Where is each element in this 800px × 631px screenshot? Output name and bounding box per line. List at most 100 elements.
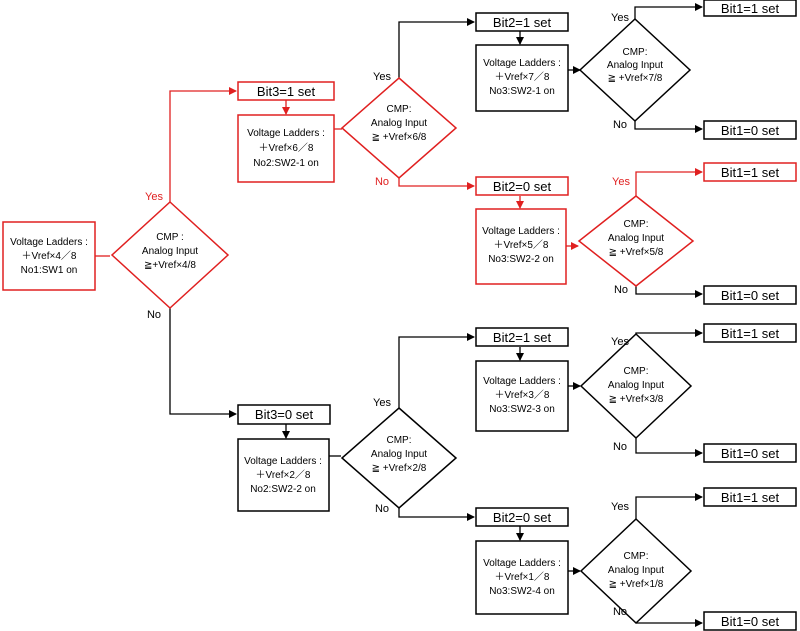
- bit2-b-ladder-line1: Voltage Ladders :: [482, 226, 560, 237]
- bit3-1-yes-label: Yes: [373, 71, 391, 83]
- bit2-d-label: Bit2=0 set: [493, 510, 552, 525]
- bit3-0-ladder-line1: Voltage Ladders :: [244, 456, 322, 467]
- bit2-c-cmp-line2: Analog Input: [608, 380, 664, 391]
- bit3-1-cmp-line3: ≧ +Vref×6/8: [372, 132, 427, 143]
- bit1-b-set-box: Bit1=1 set: [703, 162, 797, 182]
- bit2-a-no-label: No: [613, 119, 627, 131]
- bit1-a-set-box: Bit1=1 set: [703, 0, 797, 17]
- start-ladder-line1: Voltage Ladders :: [10, 237, 88, 248]
- bit2-d-ladder-line3: No3:SW2-4 on: [489, 586, 555, 597]
- bit2-d-ladder-box: Voltage Ladders : ＋Vref×1／8 No3:SW2-4 on: [475, 540, 569, 615]
- bit1-d-clear-box: Bit1=0 set: [703, 611, 797, 631]
- bit1-b-clear-label: Bit1=0 set: [721, 288, 780, 303]
- bit2-b-ladder-line2: ＋Vref×5／8: [494, 239, 549, 251]
- bit2-a-label-box: Bit2=1 set: [475, 12, 569, 32]
- bit3-0-label: Bit3=0 set: [255, 407, 314, 422]
- bit3-1-cmp-line1: CMP:: [387, 104, 412, 115]
- bit2-b-cmp-line3: ≧ +Vref×5/8: [609, 247, 664, 258]
- bit3-1-no-label: No: [375, 176, 389, 188]
- connectors: [95, 3, 703, 627]
- bit1-a-set-label: Bit1=1 set: [721, 1, 780, 16]
- bit1-b-set-label: Bit1=1 set: [721, 165, 780, 180]
- bit3-0-ladder-line2: ＋Vref×2／8: [256, 469, 311, 481]
- bit2-a-cmp-diamond: CMP: Analog Input ≧ +Vref×7/8: [578, 17, 692, 123]
- bit2-b-ladder-box: Voltage Ladders : ＋Vref×5／8 No3:SW2-2 on: [475, 208, 567, 285]
- bit3-1-ladder-line3: No2:SW2-1 on: [253, 158, 319, 169]
- bit2-a-label: Bit2=1 set: [493, 15, 552, 30]
- bit3-0-cmp-line3: ≧ +Vref×2/8: [372, 463, 427, 474]
- bit2-a-ladder-line2: ＋Vref×7／8: [495, 71, 550, 83]
- bit3-1-ladder-line2: ＋Vref×6／8: [259, 142, 314, 154]
- bit2-d-cmp-line2: Analog Input: [608, 565, 664, 576]
- bit2-c-cmp-line1: CMP:: [624, 366, 649, 377]
- bit2-c-cmp-diamond: CMP: Analog Input ≧ +Vref×3/8: [579, 332, 693, 440]
- main-yes-label: Yes: [145, 191, 163, 203]
- start-ladder-box: Voltage Ladders : ＋Vref×4／8 No1:SW1 on: [2, 221, 96, 291]
- bit2-d-ladder-line1: Voltage Ladders :: [483, 558, 561, 569]
- bit1-c-clear-box: Bit1=0 set: [703, 443, 797, 463]
- main-cmp-line2: Analog Input: [142, 246, 198, 257]
- bit2-d-yes-label: Yes: [611, 501, 629, 513]
- bit2-c-label-box: Bit2=1 set: [475, 327, 569, 347]
- bit2-b-cmp-line2: Analog Input: [608, 233, 664, 244]
- bit2-c-cmp-line3: ≧ +Vref×3/8: [609, 394, 664, 405]
- main-cmp-diamond: CMP : Analog Input ≧+Vref×4/8: [110, 200, 230, 310]
- bit1-d-set-label: Bit1=1 set: [721, 490, 780, 505]
- bit2-a-ladder-line1: Voltage Ladders :: [483, 58, 561, 69]
- bit2-b-label-box: Bit2=0 set: [475, 176, 569, 196]
- bit3-0-no-label: No: [375, 503, 389, 515]
- bit2-d-ladder-line2: ＋Vref×1／8: [495, 571, 550, 583]
- bit2-b-cmp-line1: CMP:: [624, 219, 649, 230]
- bit2-d-no-label: No: [613, 606, 627, 618]
- main-cmp-line3: ≧+Vref×4/8: [144, 260, 196, 271]
- bit2-a-cmp-line3: ≧ +Vref×7/8: [608, 73, 663, 84]
- bit2-b-no-label: No: [614, 284, 628, 296]
- bit2-c-ladder-box: Voltage Ladders : ＋Vref×3／8 No3:SW2-3 on: [475, 360, 569, 432]
- bit1-d-set-box: Bit1=1 set: [703, 487, 797, 507]
- bit2-a-yes-label: Yes: [611, 12, 629, 24]
- bit2-c-label: Bit2=1 set: [493, 330, 552, 345]
- bit3-0-label-box: Bit3=0 set: [237, 404, 331, 425]
- bit3-1-label-box: Bit3=1 set: [237, 81, 335, 101]
- bit2-d-cmp-diamond: CMP: Analog Input ≧ +Vref×1/8: [579, 517, 693, 625]
- bit2-a-cmp-line2: Analog Input: [607, 60, 663, 71]
- start-ladder-line3: No1:SW1 on: [21, 265, 78, 276]
- main-cmp-line1: CMP :: [156, 232, 184, 243]
- bit2-c-ladder-line2: ＋Vref×3／8: [495, 389, 550, 401]
- bit2-b-yes-label: Yes: [612, 176, 630, 188]
- bit3-1-ladder-line1: Voltage Ladders :: [247, 128, 325, 139]
- bit2-a-ladder-line3: No3:SW2-1 on: [489, 86, 555, 97]
- bit2-b-cmp-diamond: CMP: Analog Input ≧ +Vref×5/8: [577, 195, 695, 287]
- bit2-c-no-label: No: [613, 441, 627, 453]
- bit2-a-cmp-line1: CMP:: [623, 47, 648, 58]
- bit2-d-label-box: Bit2=0 set: [475, 507, 569, 527]
- bit1-c-set-label: Bit1=1 set: [721, 326, 780, 341]
- bit1-c-set-box: Bit1=1 set: [703, 323, 797, 343]
- bit3-0-ladder-line3: No2:SW2-2 on: [250, 484, 316, 495]
- bit1-b-clear-box: Bit1=0 set: [703, 285, 797, 305]
- bit3-0-cmp-line1: CMP:: [387, 435, 412, 446]
- bit2-b-label: Bit2=0 set: [493, 179, 552, 194]
- bit1-c-clear-label: Bit1=0 set: [721, 446, 780, 461]
- bit2-c-ladder-line1: Voltage Ladders :: [483, 376, 561, 387]
- bit1-a-clear-label: Bit1=0 set: [721, 123, 780, 138]
- bit2-d-cmp-line3: ≧ +Vref×1/8: [609, 579, 664, 590]
- bit2-a-ladder-box: Voltage Ladders : ＋Vref×7／8 No3:SW2-1 on: [475, 44, 569, 112]
- bit1-a-clear-box: Bit1=0 set: [703, 120, 797, 140]
- bit2-c-ladder-line3: No3:SW2-3 on: [489, 404, 555, 415]
- bit3-0-cmp-line2: Analog Input: [371, 449, 427, 460]
- bit3-1-cmp-diamond: CMP: Analog Input ≧ +Vref×6/8: [340, 77, 458, 179]
- bit3-0-cmp-diamond: CMP: Analog Input ≧ +Vref×2/8: [340, 407, 458, 509]
- bit3-1-ladder-box: Voltage Ladders : ＋Vref×6／8 No2:SW2-1 on: [237, 114, 335, 183]
- bit3-0-ladder-box: Voltage Ladders : ＋Vref×2／8 No2:SW2-2 on: [237, 438, 330, 512]
- bit2-d-cmp-line1: CMP:: [624, 551, 649, 562]
- bit2-c-yes-label: Yes: [611, 336, 629, 348]
- start-ladder-line2: ＋Vref×4／8: [22, 250, 77, 262]
- main-no-label: No: [147, 309, 161, 321]
- bit1-d-clear-label: Bit1=0 set: [721, 614, 780, 629]
- bit3-0-yes-label: Yes: [373, 397, 391, 409]
- bit2-b-ladder-line3: No3:SW2-2 on: [488, 254, 554, 265]
- bit3-1-label: Bit3=1 set: [257, 84, 316, 99]
- bit3-1-cmp-line2: Analog Input: [371, 118, 427, 129]
